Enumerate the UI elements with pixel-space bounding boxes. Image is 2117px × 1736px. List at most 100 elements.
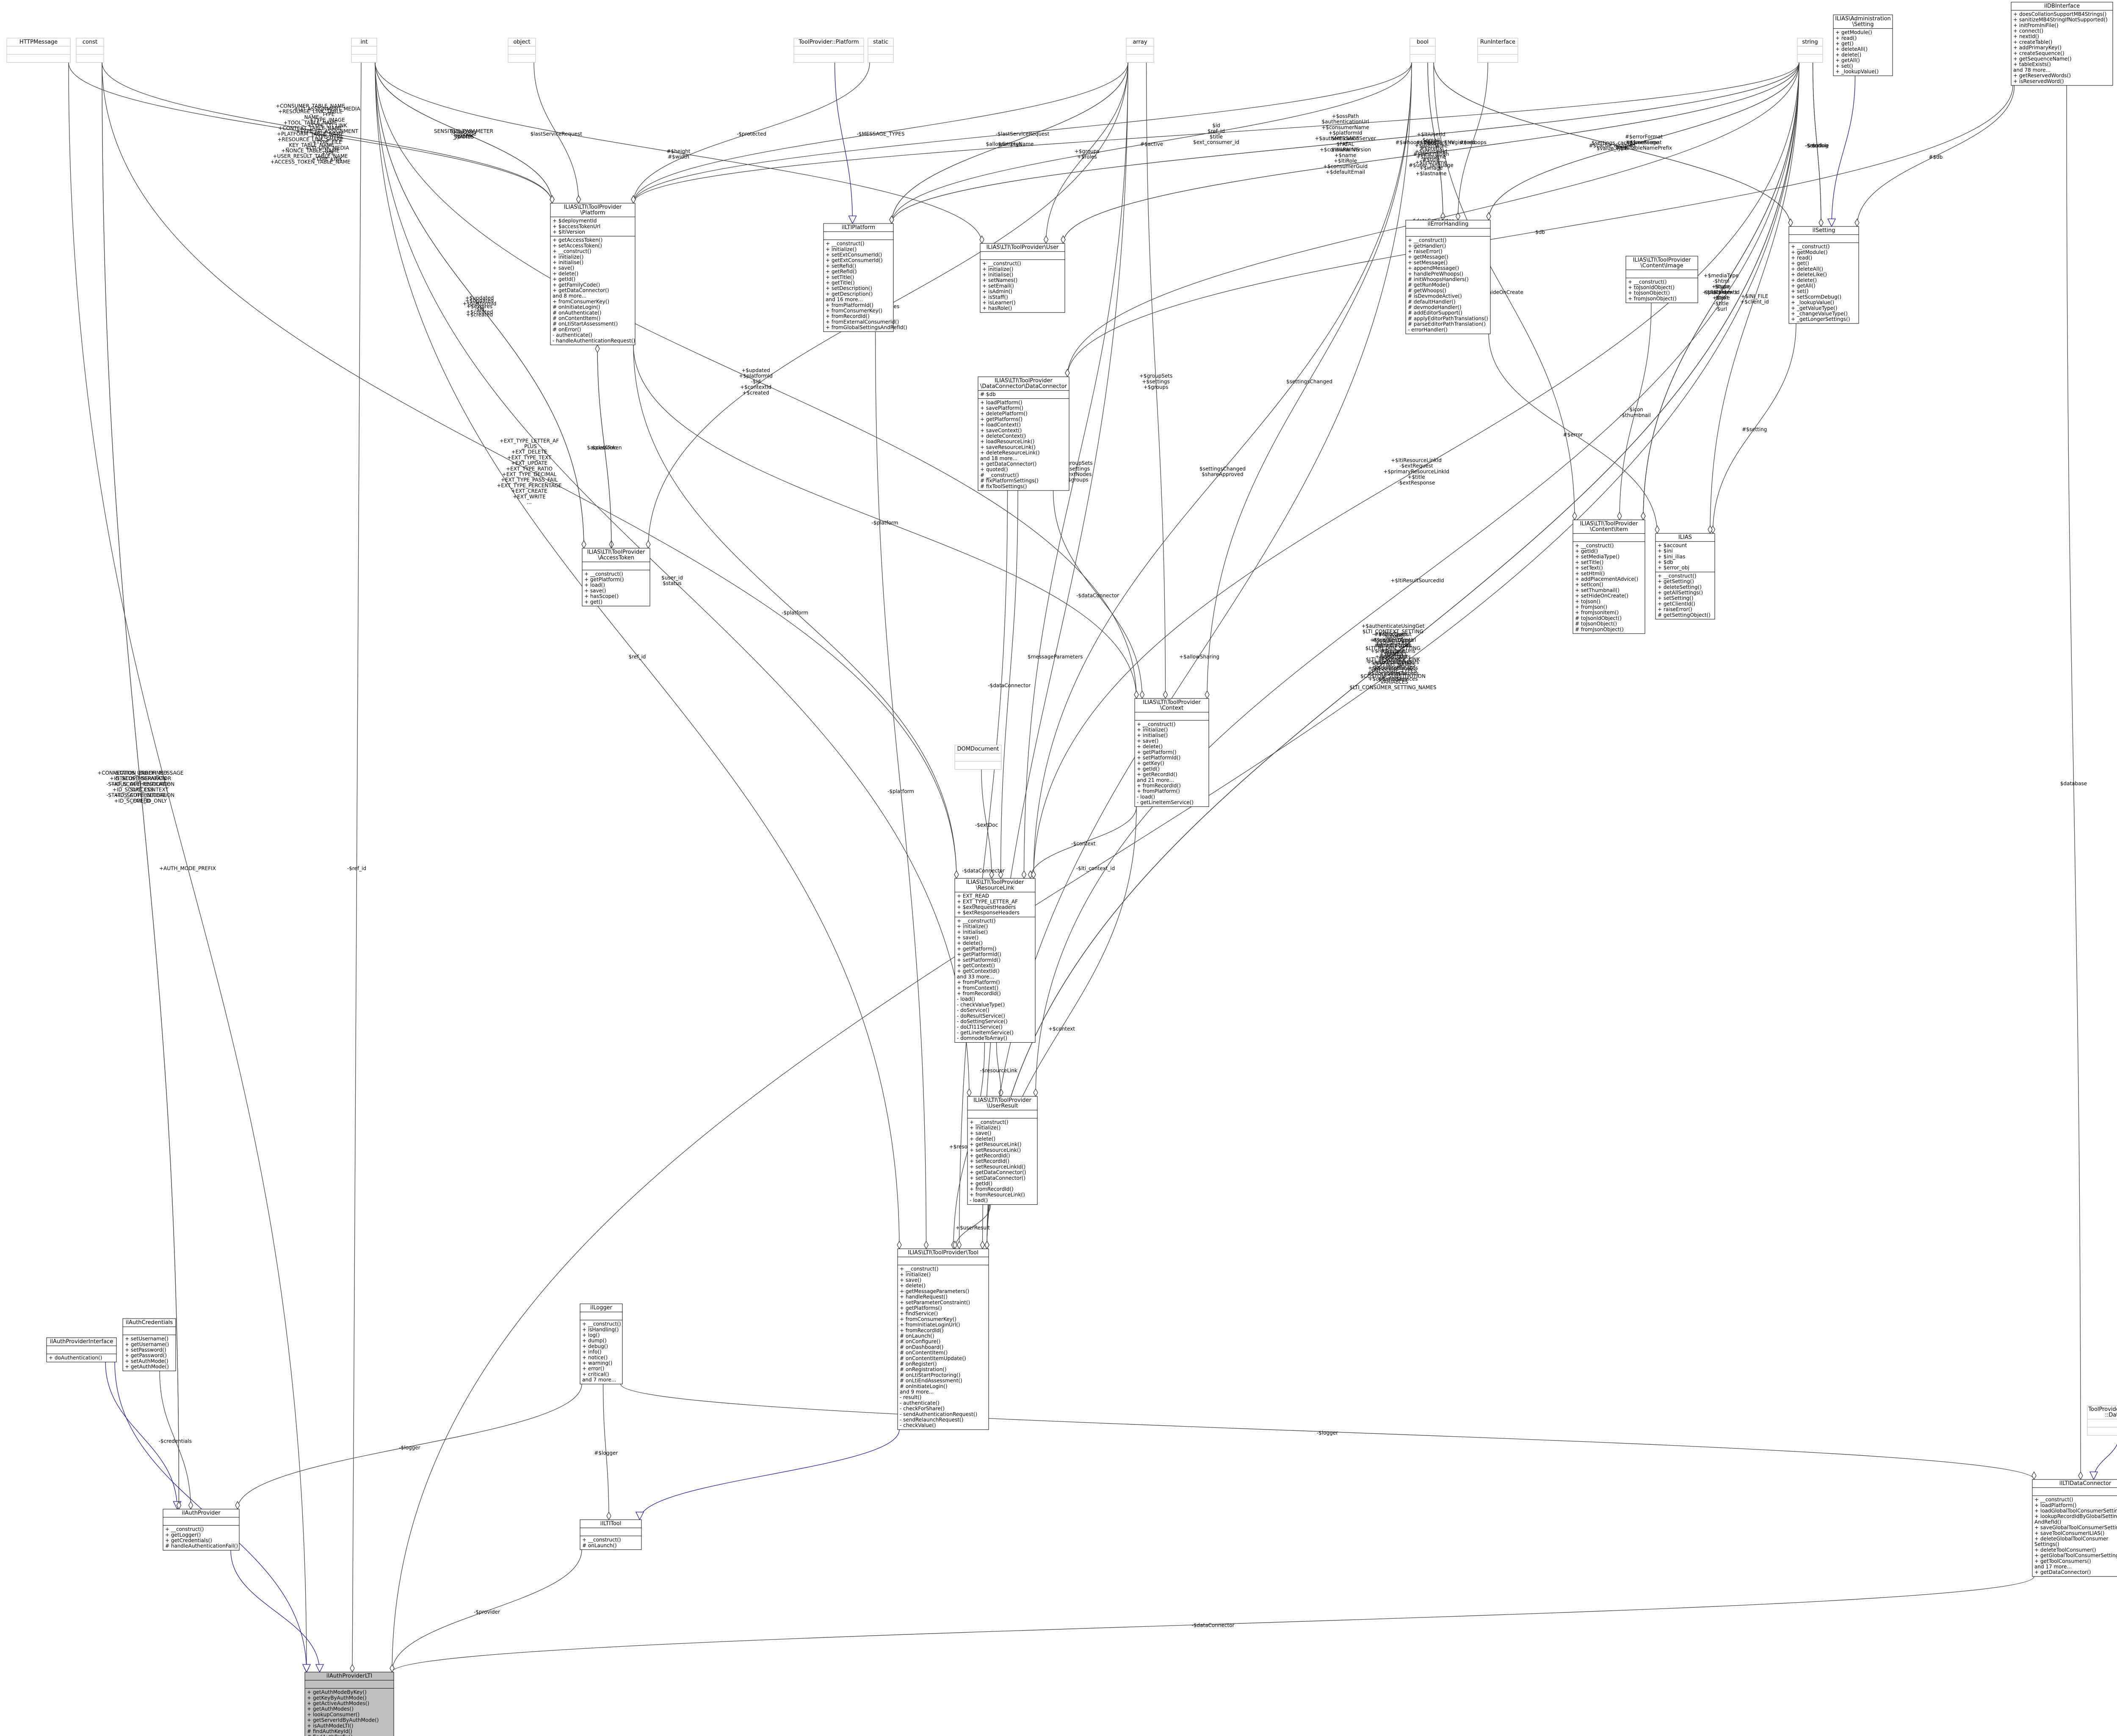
class-method: # onConfigure() <box>900 1339 940 1344</box>
class-box-adminsetting[interactable]: ILIAS\Administration\Setting+ getModule(… <box>1833 14 1893 76</box>
relation-label: $platform <box>592 445 617 451</box>
class-title: array <box>1133 39 1147 45</box>
class-method: + saveContext() <box>980 428 1022 433</box>
relation-label-line: +$product <box>1379 651 1407 657</box>
class-method: + getFamilyCode() <box>553 282 600 288</box>
class-box-httpmessage[interactable]: HTTPMessage <box>6 38 71 63</box>
class-box-tpcontentimage[interactable]: ILIAS\LTI\ToolProvider\Content\Image+ __… <box>1625 256 1698 303</box>
class-box-contentitem[interactable]: ILIAS\LTI\ToolProvider\Content\Item+ __c… <box>1573 519 1645 634</box>
class-box-illtitool[interactable]: ilLTITool+ __construct()# onLaunch() <box>580 1519 642 1550</box>
class-attribute: + $ini <box>1658 548 1673 554</box>
relation-label-line: +$messageUrl <box>1374 660 1412 665</box>
usage-arrow <box>1034 62 1412 878</box>
class-box-tpdataconnector[interactable]: ToolProvider::DataConnector::DataConnect… <box>2087 1405 2117 1436</box>
class-box-dataconnector[interactable]: ILIAS\LTI\ToolProvider\DataConnector\Dat… <box>978 376 1070 491</box>
class-box-domdocument[interactable]: DOMDocument <box>954 745 1002 770</box>
class-box-bool[interactable]: bool <box>1409 38 1436 63</box>
class-frame <box>2087 1405 2117 1436</box>
class-box-accesstoken[interactable]: ILIAS\LTI\ToolProvider\AccessToken+ __co… <box>582 548 650 607</box>
class-box-context[interactable]: ILIAS\LTI\ToolProvider\Context+ __constr… <box>1134 698 1209 807</box>
class-box-object[interactable]: object <box>508 38 536 63</box>
class-box-tpplatformbig[interactable]: ILIAS\LTI\ToolProvider\Platform+ $deploy… <box>550 203 636 345</box>
class-method: + appendMessage() <box>1408 265 1459 271</box>
usage-arrow <box>375 62 969 1096</box>
class-method: + setText() <box>1575 565 1603 571</box>
relation-label-line: +RESOURCE_LINK_TABLE <box>278 109 343 115</box>
class-box-int[interactable]: int <box>351 38 377 63</box>
usage-arrow <box>1034 62 1799 878</box>
class-method: + fromResourceLink() <box>970 1192 1025 1198</box>
class-box-userresult[interactable]: ILIAS\LTI\ToolProvider\UserResult+ __con… <box>967 1096 1038 1205</box>
class-box-static[interactable]: static <box>868 38 894 63</box>
relation-label: #$whoops_handlers_registered <box>1396 139 1476 145</box>
relation-label-line: _SUCCESS <box>127 787 154 793</box>
class-title: ilDBInterface <box>2044 3 2080 9</box>
usage-arrow <box>375 62 1136 698</box>
class-method: + fromRecordId() <box>957 991 1001 996</box>
relation-label-line: $accessToken <box>587 445 622 451</box>
class-method: # toJsonldObject() <box>1575 615 1622 621</box>
relation-label-line: #$key <box>1423 140 1440 146</box>
relation-label-line: +CONTEXT_TABLE_NAME <box>278 125 342 131</box>
relation-label-line: +$updated <box>465 298 494 304</box>
relation-label-line: +$created <box>466 309 493 315</box>
relation-label-line: _NAME <box>301 114 319 120</box>
class-method: + save() <box>970 1130 991 1136</box>
class-frame <box>6 38 71 63</box>
relation-label-line: #$dbTableNamePrefix <box>1616 145 1672 151</box>
relation-label-line: -$id <box>475 306 484 312</box>
class-box-ilerror[interactable]: ilErrorHandling+ __construct()+ getHandl… <box>1405 220 1491 334</box>
class-box-iauthcredentials[interactable]: ilAuthCredentials+ setUsername()+ getUse… <box>122 1318 176 1372</box>
class-method: + getPassword() <box>125 1352 167 1358</box>
class-method: + getId() <box>1575 548 1598 554</box>
class-method: - authenticate() <box>900 1400 940 1406</box>
class-box-tool[interactable]: ILIAS\LTI\ToolProvider\Tool+ __construct… <box>897 1248 989 1430</box>
class-box-ilias[interactable]: ILIAS+ $account+ $ini+ $ini_ilias+ $db+ … <box>1655 533 1715 620</box>
class-method: + setRecordId() <box>970 1158 1009 1164</box>
relation-label: -$logger <box>399 1445 420 1451</box>
relation-label-line: _VARIABLES <box>1377 679 1408 685</box>
class-method: - load() <box>957 996 975 1002</box>
class-box-ilauthproviderlti[interactable]: ilAuthProviderLTI+ getAuthModeByKey()+ g… <box>304 1672 394 1736</box>
relation-label: -$platform <box>782 610 808 616</box>
class-method: + read() <box>1791 255 1812 261</box>
class-method: + getAuthModes() <box>307 1706 354 1712</box>
class-box-tpplatform[interactable]: ToolProvider::Platform <box>793 38 864 63</box>
relation-label-line: +$fullname <box>1416 154 1446 160</box>
relation-label-line: -$logger <box>399 1445 420 1451</box>
class-method: + getMessage() <box>1408 254 1448 260</box>
class-frame <box>823 223 894 332</box>
class-box-ilitplatform[interactable]: ilLTIPlatform+ __construct()+ initialize… <box>823 223 907 332</box>
class-method: + getId() <box>1137 766 1160 772</box>
class-box-array[interactable]: array <box>1126 38 1154 63</box>
class-box-ildbinterface[interactable]: ilDBInterface+ doesCollationSupportMB4St… <box>2011 2 2113 86</box>
class-box-ilsetting[interactable]: ilSetting+ __construct()+ getModule()+ r… <box>1788 226 1859 324</box>
relation-label-line: SENSITIVE_PARAMETER <box>434 128 493 134</box>
class-method: + delete() <box>1791 277 1817 283</box>
class-box-tpuser[interactable]: ILIAS\LTI\ToolProvider\User+ __construct… <box>980 243 1065 313</box>
relation-label-line: $allowEmptyName <box>986 141 1034 147</box>
relation-label-line: +$groups <box>1064 477 1089 483</box>
class-method: + getDataConnector() <box>2034 1569 2091 1575</box>
relation-label: +EXT_TYPE_LETTER_AF_PLUS+EXT_DELETE+EXT_… <box>497 438 561 505</box>
relation-label-line: +$context <box>1048 1026 1075 1032</box>
class-method: + setNames() <box>982 277 1017 283</box>
class-box-iauthproviderinterface[interactable]: ilAuthProviderInterface+ doAuthenticatio… <box>46 1337 117 1363</box>
class-frame <box>580 1303 623 1385</box>
class-box-illogger[interactable]: ilLogger+ __construct()+ isHandling()+ l… <box>580 1303 623 1385</box>
relation-label-line: +$ltiRole <box>1334 158 1357 164</box>
class-box-illtidataconnector[interactable]: ilLTIDataConnector+ __construct()+ loadP… <box>2032 1479 2117 1577</box>
class-box-const[interactable]: const <box>76 38 104 63</box>
usage-arrow <box>892 62 1128 224</box>
class-box-resourcelink[interactable]: ILIAS\LTI\ToolProvider\ResourceLink+ EXT… <box>954 878 1036 1043</box>
class-box-runinterface[interactable]: RunInterface <box>1477 38 1518 63</box>
usage-arrow <box>633 345 956 878</box>
class-box-ilauthprovider[interactable]: ilAuthProvider+ __construct()+ getLogger… <box>163 1509 240 1551</box>
class-box-string[interactable]: string <box>1797 38 1823 63</box>
usage-arrow <box>987 62 1799 1249</box>
class-method: + delete() <box>957 940 983 946</box>
class-method: # devmodeHandler() <box>1408 304 1462 310</box>
class-frame <box>163 1509 240 1551</box>
class-method: + getAll() <box>1791 283 1816 289</box>
relation-label: $database <box>2060 781 2087 787</box>
